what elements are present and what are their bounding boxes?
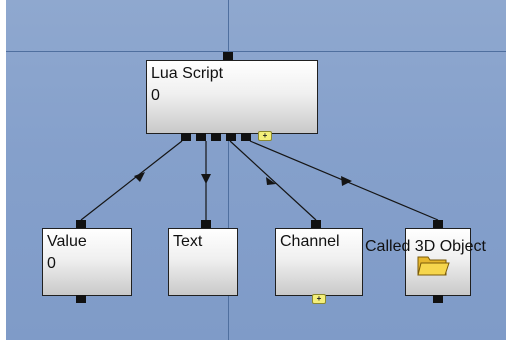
lua-output-port-1[interactable] bbox=[181, 133, 191, 141]
vertical-guide bbox=[228, 0, 229, 340]
value-output-port[interactable] bbox=[76, 295, 86, 303]
called-3d-object-title: Called 3D Object bbox=[365, 238, 486, 255]
lua-output-port-2[interactable] bbox=[196, 133, 206, 141]
horizontal-guide bbox=[6, 51, 506, 52]
lua-output-port-4[interactable] bbox=[226, 133, 236, 141]
link-lua-channel[interactable] bbox=[229, 140, 317, 221]
arrow-object bbox=[341, 176, 352, 186]
lua-output-port-3[interactable] bbox=[211, 133, 221, 141]
object-output-port[interactable] bbox=[433, 295, 443, 303]
arrow-text bbox=[201, 174, 211, 184]
channel-input-port[interactable] bbox=[311, 220, 321, 228]
channel-node[interactable]: Channel bbox=[275, 228, 363, 296]
lua-input-port[interactable] bbox=[223, 52, 233, 60]
object-input-port[interactable] bbox=[433, 220, 443, 228]
channel-node-title: Channel bbox=[280, 233, 340, 250]
value-node-value: 0 bbox=[47, 255, 56, 272]
link-lua-value[interactable] bbox=[80, 140, 183, 221]
value-node[interactable]: Value 0 bbox=[42, 228, 132, 296]
text-node-title: Text bbox=[173, 233, 203, 250]
lua-output-port-5[interactable] bbox=[241, 133, 251, 141]
value-node-title: Value bbox=[47, 233, 87, 250]
lua-add-output-button[interactable]: + bbox=[258, 131, 272, 141]
folder-icon bbox=[417, 256, 450, 276]
arrow-channel bbox=[266, 177, 276, 185]
text-input-port[interactable] bbox=[201, 220, 211, 228]
arrow-value bbox=[134, 172, 145, 182]
lua-script-node[interactable]: Lua Script 0 bbox=[146, 60, 318, 134]
graph-area[interactable]: Lua Script 0 + Value 0 Text Channel + bbox=[6, 0, 506, 340]
lua-script-title: Lua Script bbox=[151, 65, 224, 82]
value-input-port[interactable] bbox=[76, 220, 86, 228]
lua-script-value: 0 bbox=[151, 87, 160, 104]
connections-layer bbox=[80, 140, 439, 221]
text-node[interactable]: Text bbox=[168, 228, 238, 296]
channel-add-button[interactable]: + bbox=[312, 294, 326, 304]
